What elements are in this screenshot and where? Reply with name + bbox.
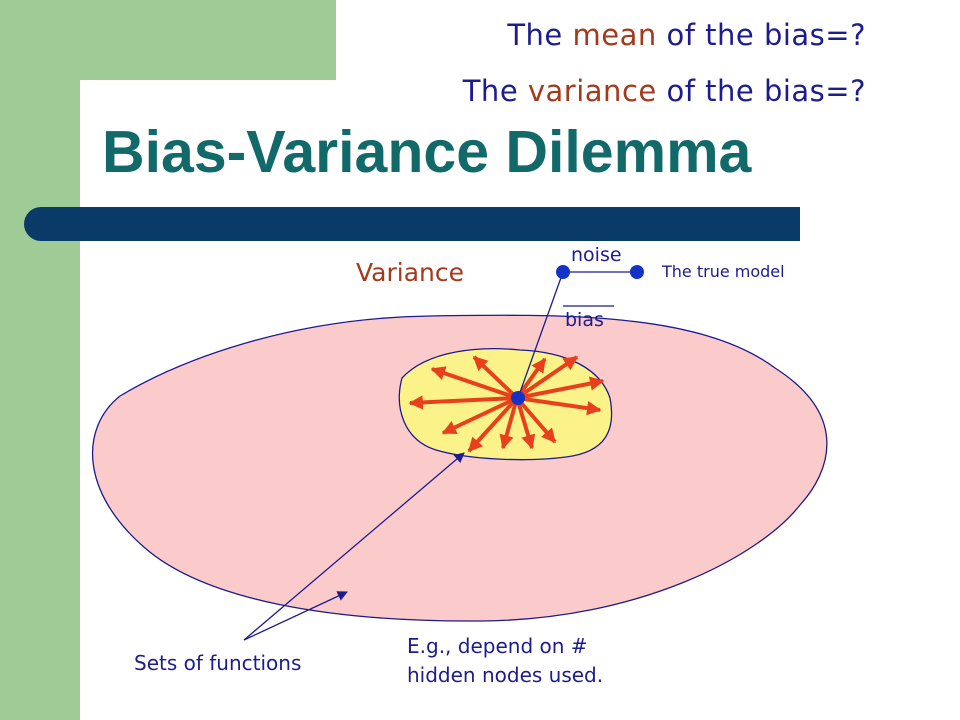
variance-arrow: [515, 397, 536, 450]
top-green-band: [0, 0, 336, 80]
variance-arrow: [408, 395, 518, 410]
variance-label: Variance: [356, 258, 464, 287]
variance-question-target: bias: [763, 74, 826, 108]
pointer-arrow-inner: [243, 452, 465, 641]
variance-question-prefix: The: [462, 74, 528, 108]
sets-of-functions-label: Sets of functions: [134, 651, 302, 675]
variance-arrow: [441, 396, 518, 435]
bias-label: bias: [565, 309, 604, 331]
variance-arrow: [516, 396, 602, 416]
variance-question-end: =?: [825, 74, 866, 108]
variance-arrow: [472, 355, 519, 400]
true-model-point: [630, 265, 644, 279]
variance-arrows: [408, 355, 605, 453]
variance-arrow: [515, 396, 557, 444]
example-note-line-1: E.g., depend on #: [407, 634, 588, 658]
all-functions-region: [92, 314, 828, 622]
variance-question-middle: of the: [656, 74, 764, 108]
mean-question-end: =?: [825, 18, 866, 52]
noise-label: noise: [571, 244, 622, 266]
variance-question: The variance of the bias=?: [463, 74, 866, 108]
title-underline-bar: [24, 207, 800, 241]
true-model-label: The true model: [662, 262, 785, 281]
left-green-band: [0, 0, 80, 720]
variance-arrow: [516, 376, 605, 400]
example-note-line-2: hidden nodes used.: [407, 663, 604, 687]
mean-keyword: mean: [572, 18, 657, 52]
mean-question-prefix: The: [507, 18, 573, 52]
pointer-arrow-outer: [243, 591, 348, 641]
bias-line: [517, 271, 564, 399]
example-note: E.g., depend on # hidden nodes used.: [407, 632, 603, 690]
variance-arrow: [467, 396, 519, 453]
mean-estimate-point: [511, 391, 525, 405]
mean-question-target: bias: [763, 18, 826, 52]
noisy-target-point: [556, 265, 570, 279]
variance-arrow: [515, 355, 579, 400]
variance-arrow: [499, 397, 519, 450]
slide-title: Bias-Variance Dilemma: [102, 119, 752, 185]
mean-question: The mean of the bias=?: [507, 18, 866, 52]
variance-keyword: variance: [527, 74, 657, 108]
variance-arrow: [515, 357, 547, 400]
mean-question-middle: of the: [656, 18, 764, 52]
variance-arrow: [430, 366, 518, 400]
